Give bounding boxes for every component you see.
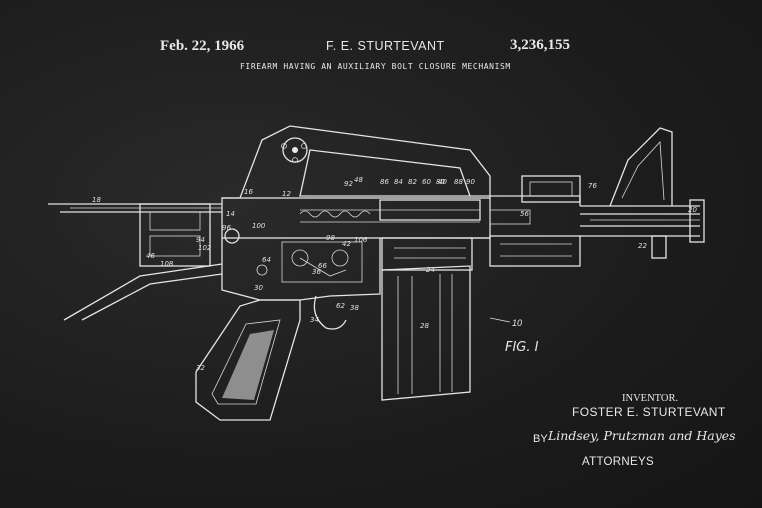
ref-num: 46 (146, 252, 155, 260)
inventor-name: FOSTER E. STURTEVANT (572, 405, 726, 419)
patent-title: FIREARM HAVING AN AUXILIARY BOLT CLOSURE… (240, 62, 511, 71)
ref-num-10: 10 (512, 318, 523, 328)
ref-num: 80 (436, 178, 445, 186)
ref-num: 66 (318, 262, 327, 270)
handguard (470, 175, 581, 267)
ref-num: 76 (588, 182, 597, 190)
stock (48, 203, 223, 321)
patent-date: Feb. 22, 1966 (160, 38, 245, 54)
ref-num: 40 (438, 178, 447, 186)
attorney-by-label: BY (533, 433, 548, 445)
reference-numerals: 18 14 16 12 20 22 24 28 30 32 34 36 38 4… (92, 176, 697, 372)
barrel (580, 199, 705, 243)
figure-label: FIG. I (505, 340, 539, 355)
attorneys-label: ATTORNEYS (582, 456, 654, 468)
ref-num: 12 (282, 190, 291, 198)
ref-num: 88 (454, 178, 463, 186)
ref-num: 102 (198, 244, 212, 252)
ref-num: 56 (520, 210, 529, 218)
ref-num: 20 (688, 206, 697, 214)
ref-num: 64 (262, 256, 271, 264)
ref-num: 22 (638, 242, 647, 250)
attorneys-signature: Lindsey, Prutzman and Hayes (548, 428, 736, 443)
ref-num: 32 (196, 364, 205, 372)
upper-receiver (221, 125, 531, 239)
ref-num: 30 (254, 284, 263, 292)
ref-num: 48 (354, 176, 363, 184)
magazine (381, 237, 473, 401)
ref-num: 98 (326, 234, 335, 242)
ref-num: 62 (336, 302, 345, 310)
lower-receiver (221, 228, 381, 330)
ref-num: 106 (354, 236, 368, 244)
ref-num: 92 (344, 180, 353, 188)
ref-num: 84 (394, 178, 403, 186)
ref-num: 18 (92, 196, 101, 204)
ref-num: 38 (350, 304, 359, 312)
ref-num: 28 (420, 322, 429, 330)
ref-num: 24 (426, 266, 435, 274)
header-inventor: F. E. STURTEVANT (326, 39, 445, 53)
ref-num: 34 (310, 316, 319, 324)
ref-num: 100 (252, 222, 266, 230)
ref-num: 96 (222, 224, 231, 232)
patent-number: 3,236,155 (510, 37, 570, 53)
ref-num: 108 (160, 260, 174, 268)
leader-line-10 (489, 317, 511, 323)
ref-num: 42 (342, 240, 351, 248)
inventor-heading: INVENTOR. (622, 393, 679, 404)
ref-num: 16 (244, 188, 253, 196)
front-sight (609, 127, 673, 259)
ref-num: 90 (466, 178, 475, 186)
ref-num: 60 (422, 178, 431, 186)
ref-num: 86 (380, 178, 389, 186)
ref-num: 94 (196, 236, 205, 244)
ref-num: 36 (312, 268, 321, 276)
pistol-grip (195, 299, 301, 421)
ref-num: 82 (408, 178, 417, 186)
ref-num: 14 (226, 210, 235, 218)
